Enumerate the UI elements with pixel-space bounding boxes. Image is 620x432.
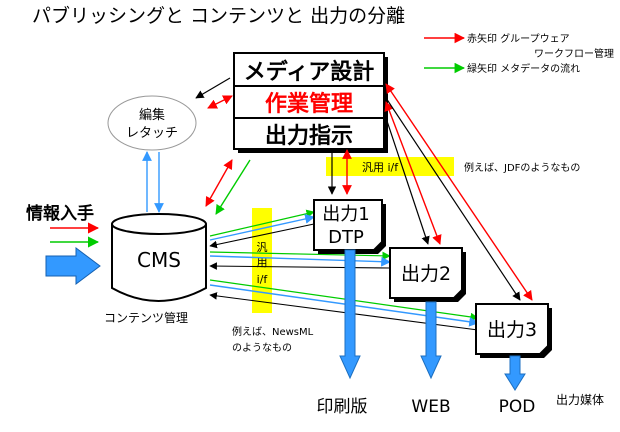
general-if-side-char1: 汎 [257, 240, 268, 254]
workflow-management-label: 作業管理 [265, 91, 353, 117]
media-web-label: WEB [411, 397, 450, 417]
output2-node [389, 247, 466, 302]
output1-label-line2: DTP [328, 227, 364, 248]
general-if-top-label: 汎用 i/f [362, 160, 399, 174]
editing-retouch-node [107, 95, 197, 151]
media-pod-label: POD [499, 397, 536, 417]
cms-to-output1-green-arrow [209, 209, 315, 237]
editing-label-line2: レタッチ [126, 126, 178, 141]
media-design-label: メディア設計 [244, 59, 374, 85]
cms-to-output2-green-arrow [209, 251, 391, 261]
output1-to-cms-black-arrow [209, 223, 315, 249]
mgmt-to-cms-green-arrow [215, 159, 251, 215]
info-input-block-arrow [45, 247, 101, 285]
management-box: メディア設計 作業管理 出力指示 [233, 52, 388, 153]
info-input-label: 情報入手 [26, 203, 94, 224]
output2-to-web-arrow [420, 301, 442, 380]
cms-mgmt-red-arrow [205, 159, 233, 207]
general-if-side-char2: 用 [257, 256, 268, 269]
general-if-side-note-line2: のようなもの [232, 342, 292, 354]
output1-label-line1: 出力1 [322, 204, 369, 225]
diagram-title: パブリッシングと コンテンツと 出力の分離 [32, 4, 405, 27]
mgmt-to-editing-arrow [195, 77, 231, 99]
output1-node [313, 199, 386, 254]
media-print-label: 印刷版 [317, 397, 368, 417]
output3-to-pod-arrow [504, 355, 526, 391]
cms-to-output2-blue-arrow [209, 255, 391, 267]
editing-mgmt-red-arrow [207, 95, 233, 109]
cms-cylinder [111, 213, 207, 302]
output-instruction-label: 出力指示 [265, 124, 353, 149]
cms-caption: コンテンツ管理 [104, 310, 188, 325]
legend-red-label-line2: ワークフロー管理 [534, 47, 614, 60]
legend-green-label: 緑矢印 メタデータの流れ [467, 62, 580, 75]
output3-label: 出力3 [487, 319, 537, 341]
cms-label: CMS [137, 248, 181, 272]
output-media-label: 出力媒体 [556, 393, 604, 407]
mgmt-to-output2-black-arrow [383, 111, 430, 245]
general-if-side-char3: i/f [257, 273, 269, 286]
mgmt-to-output3-red-arrow [385, 83, 533, 301]
general-if-side-note-line1: 例えば、NewsML [232, 325, 314, 338]
output3-node [475, 303, 552, 358]
legend: 赤矢印 グループウェア ワークフロー管理 緑矢印 メタデータの流れ [424, 32, 614, 75]
output1-to-print-arrow [339, 249, 361, 380]
output2-label: 出力2 [401, 263, 451, 285]
general-if-top-note: 例えば、JDFのようなもの [464, 161, 580, 174]
output2-to-cms-black-arrow [209, 262, 391, 270]
cms-to-output1-blue-arrow [209, 214, 315, 241]
legend-red-label-line1: 赤矢印 グループウェア [467, 32, 570, 45]
editing-label-line1: 編集 [139, 107, 165, 123]
